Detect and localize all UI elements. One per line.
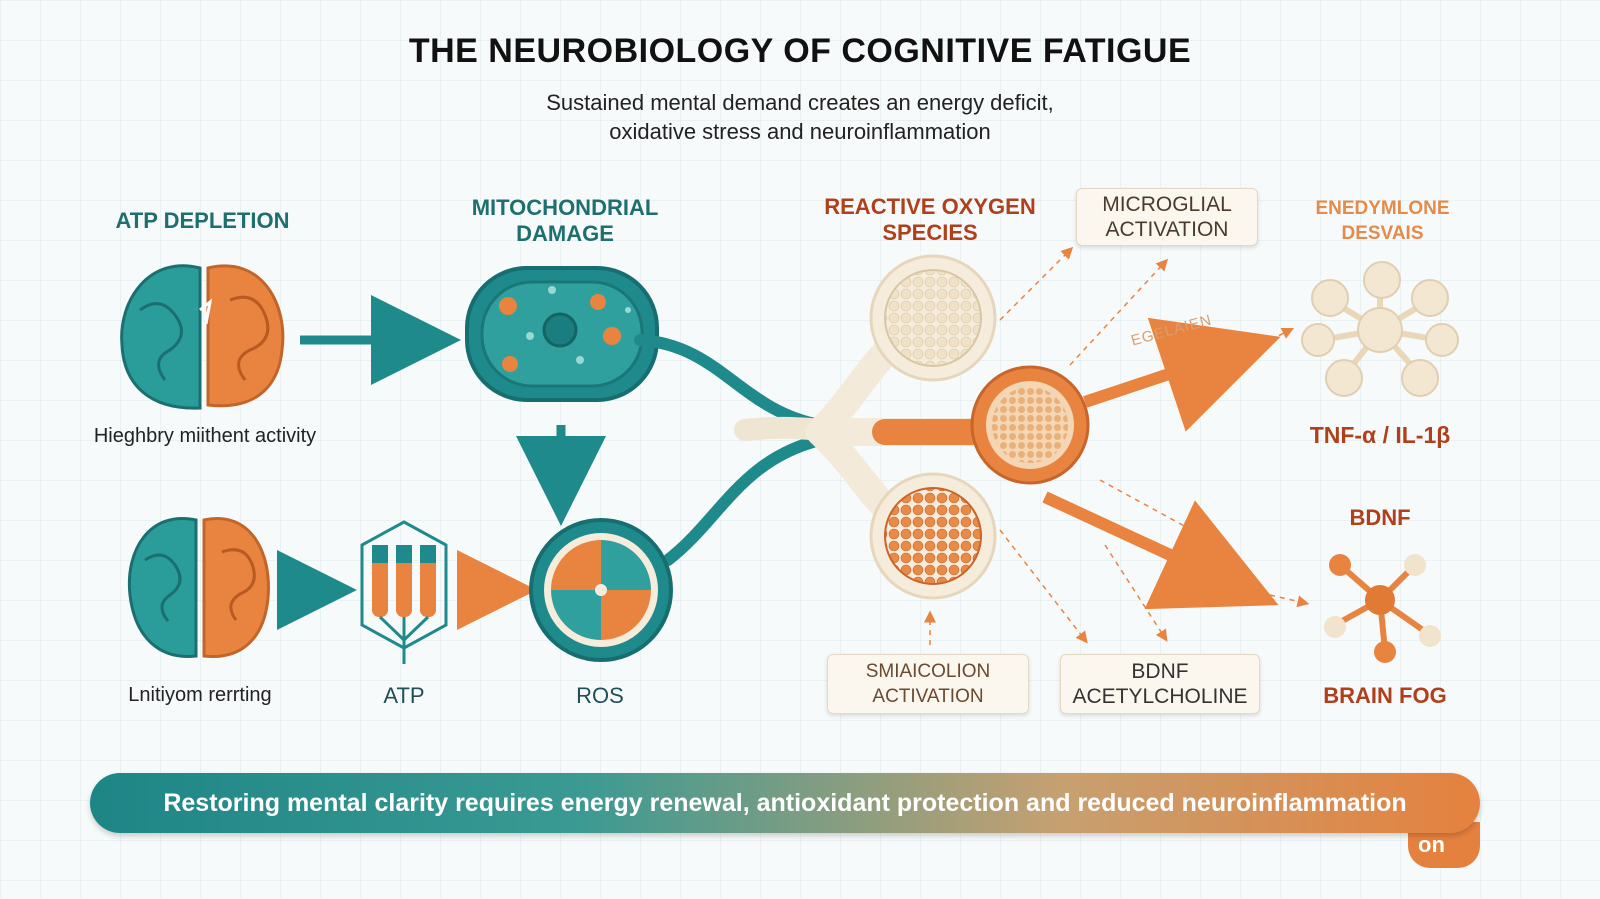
energy-label-line-2: DESVAIS	[1341, 223, 1424, 244]
label-atp: ATP	[383, 683, 425, 708]
mito-label-line-1: MITOCHONDRIAL	[471, 195, 659, 220]
subtitle-line-1: Sustained mental demand creates an energ…	[546, 90, 1054, 115]
label-reactive-oxygen-species: REACTIVE OXYGEN SPECIES	[810, 194, 1050, 246]
smai-line-2: ACTIVATION	[872, 686, 984, 707]
smai-line-1: SMIAICOLION	[865, 661, 991, 682]
smai-activation-box: SMIAICOLION ACTIVATION	[827, 654, 1029, 714]
molecule-icon	[1324, 554, 1441, 663]
summary-banner: Restoring mental clarity requires energy…	[90, 773, 1480, 833]
atp-icon	[360, 520, 448, 664]
page-subtitle: Sustained mental demand creates an energ…	[400, 88, 1200, 146]
bdnf-acetylcholine-box: BDNF ACETYLCHOLINE	[1060, 654, 1260, 714]
brain-icon-bottom	[127, 517, 270, 658]
energy-label-line-1: ENEDYMLONE	[1315, 198, 1450, 219]
ros-disc-icon	[529, 518, 673, 662]
ros-orange-node	[869, 472, 997, 600]
microglial-activation-box: MICROGLIAL ACTIVATION	[1076, 188, 1258, 246]
cytokine-cluster-icon	[1301, 261, 1459, 397]
label-ros: ROS	[576, 683, 624, 708]
label-mitochondrial-damage: MITOCHONDRIAL DAMAGE	[440, 195, 690, 247]
ros-label-line-1: REACTIVE OXYGEN	[824, 194, 1036, 219]
bdnf-box-line-2: ACETYLCHOLINE	[1072, 685, 1248, 708]
microglial-line-1: MICROGLIAL	[1102, 193, 1232, 216]
caption-brain-bottom: Lnitiyom rerrting	[128, 684, 272, 706]
ros-cream-node	[869, 254, 997, 382]
bdnf-box-line-1: BDNF	[1131, 660, 1189, 683]
label-tnf-il1b: TNF-α / IL-1β	[1309, 422, 1451, 448]
caption-brain-top: Hieghbry miithent activity	[93, 425, 317, 447]
label-atp-depletion: ATP DEPLETION	[115, 208, 290, 233]
mito-label-line-2: DAMAGE	[516, 221, 614, 246]
microglial-line-2: ACTIVATION	[1105, 218, 1229, 241]
label-energy-deficits: ENEDYMLONE DESVAIS	[1290, 196, 1475, 246]
brain-icon-top	[120, 264, 285, 410]
label-brain-fog: BRAIN FOG	[1323, 683, 1447, 708]
mitochondrion-icon	[465, 266, 659, 402]
subtitle-line-2: oxidative stress and neuroinflammation	[609, 119, 991, 144]
ros-label-line-2: SPECIES	[882, 220, 978, 245]
page-title: THE NEUROBIOLOGY OF COGNITIVE FATIGUE	[408, 32, 1192, 70]
label-bdnf: BDNF	[1349, 505, 1411, 530]
microglia-node	[970, 365, 1090, 485]
